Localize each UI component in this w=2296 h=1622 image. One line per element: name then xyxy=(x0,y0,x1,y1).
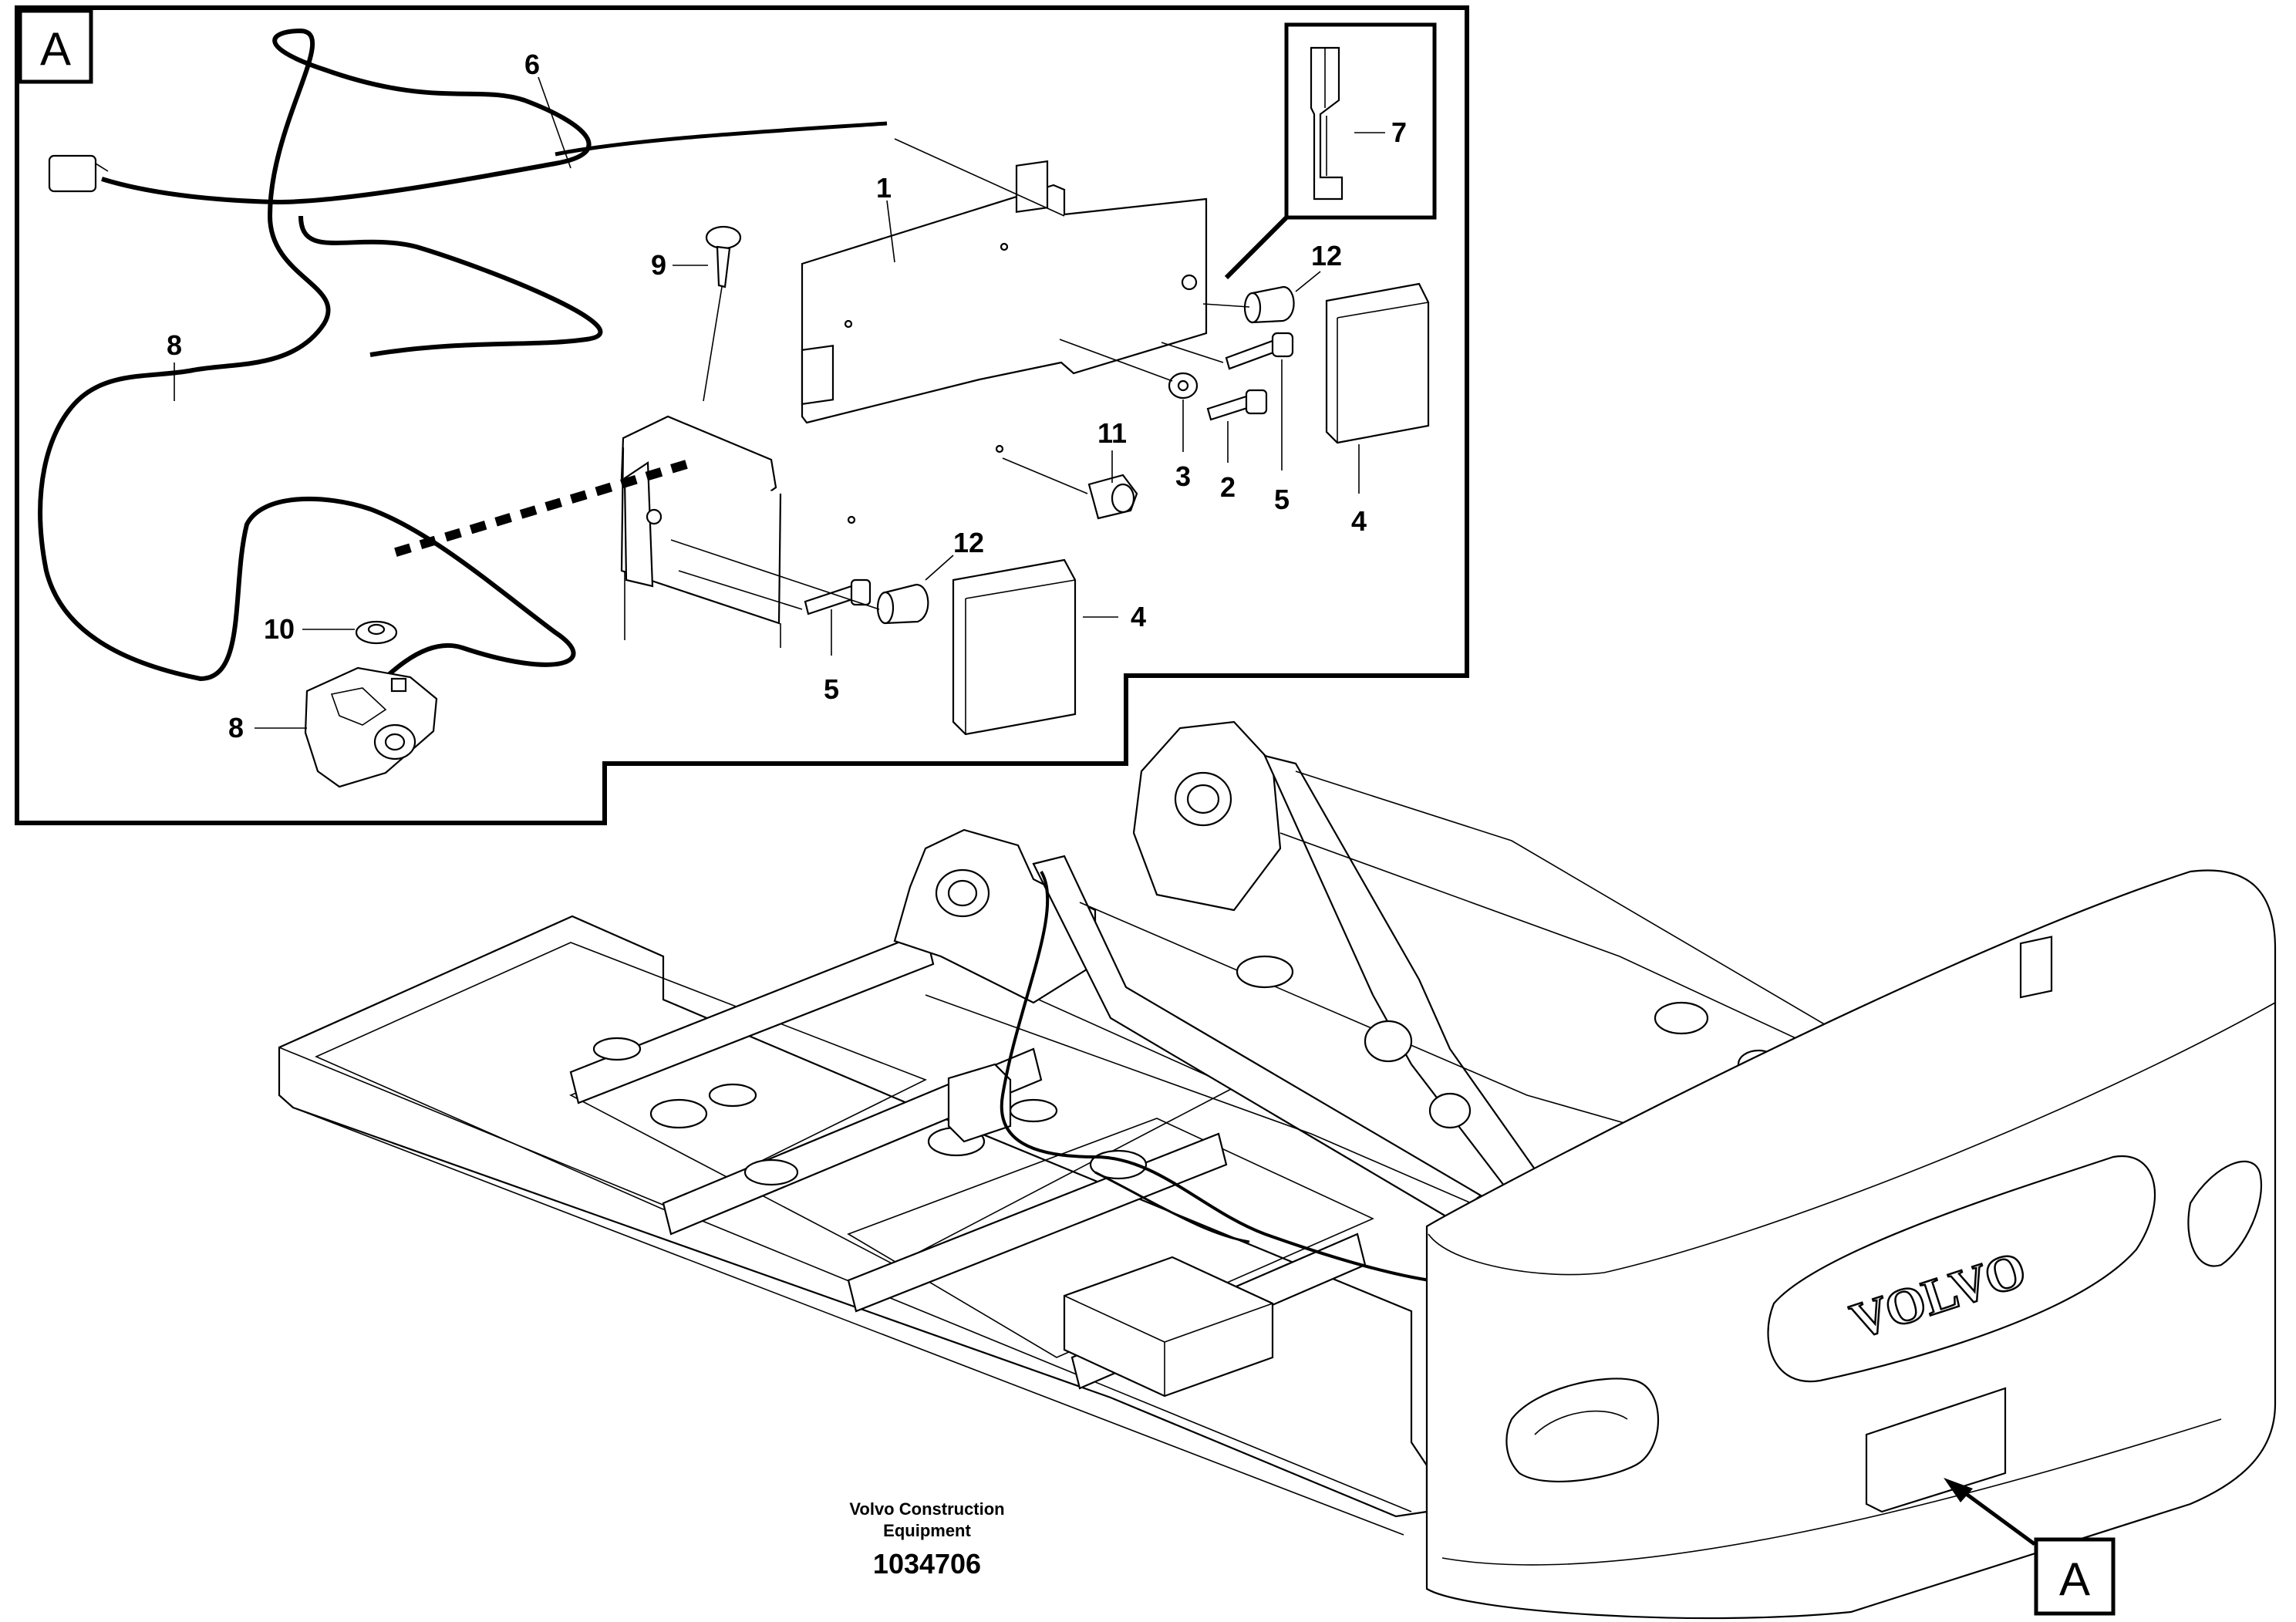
camera-part xyxy=(304,620,438,788)
view-a-label: A xyxy=(2059,1553,2090,1605)
callout-5b: 5 xyxy=(824,673,839,705)
callout-9: 9 xyxy=(651,249,666,281)
callout-3: 3 xyxy=(1175,460,1191,492)
detail-label-box xyxy=(18,8,93,84)
callouts: 6 1 7 12 9 8 11 3 2 5 4 12 4 5 10 8 xyxy=(167,49,1407,744)
cap-part xyxy=(876,285,1295,625)
harness-cable xyxy=(38,28,888,727)
callout-6: 6 xyxy=(524,49,540,80)
cover-part xyxy=(952,282,1430,736)
callout-7: 7 xyxy=(1391,116,1407,148)
callout-12b: 12 xyxy=(953,527,984,558)
view-a-arrow xyxy=(1944,1478,1973,1502)
screw-part xyxy=(703,225,742,402)
view-a-label-box xyxy=(2034,1537,2116,1616)
callout-4b: 4 xyxy=(1131,601,1146,632)
detail-label: A xyxy=(40,23,71,75)
callout-5a: 5 xyxy=(1274,484,1290,515)
machine-frame xyxy=(278,720,1894,1536)
counterweight: VOLVO xyxy=(1425,869,2277,1620)
callout-12a: 12 xyxy=(1311,240,1342,271)
view-a-leader xyxy=(1957,1486,2036,1546)
caption-company-line2: Equipment xyxy=(883,1521,971,1540)
clip-part xyxy=(1310,46,1344,201)
drawing-number: 1034706 xyxy=(873,1548,981,1580)
inset-frame xyxy=(1284,22,1437,220)
inset-leader xyxy=(1224,215,1289,280)
connector-plug xyxy=(48,154,97,193)
callout-11: 11 xyxy=(1097,417,1127,449)
bolt-part xyxy=(670,303,1294,615)
callout-4a: 4 xyxy=(1351,505,1367,537)
detail-frame xyxy=(15,5,1469,825)
bracket-plate xyxy=(620,138,1208,648)
caption-company-line1: Volvo Construction xyxy=(849,1499,1004,1519)
callout-10: 10 xyxy=(264,613,295,645)
callout-1: 1 xyxy=(876,172,892,204)
callout-8b: 8 xyxy=(228,712,244,744)
callout-8a: 8 xyxy=(167,329,182,361)
callout-2: 2 xyxy=(1220,471,1236,503)
